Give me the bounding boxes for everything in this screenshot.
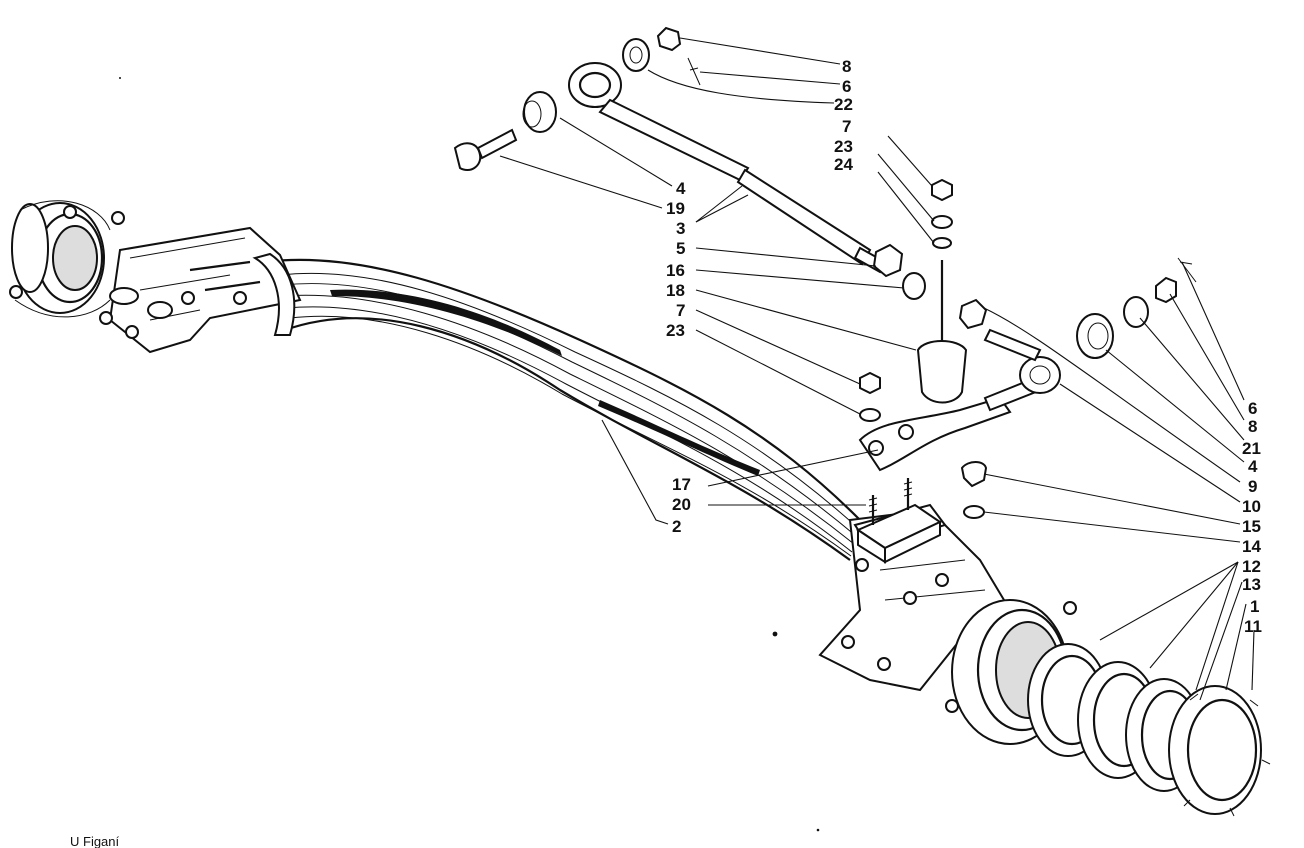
callout-2: 2 [672,517,681,536]
callout-11: 11 [1244,617,1262,636]
callout-5: 5 [676,239,685,258]
callout-15: 15 [1242,517,1261,536]
callout-23-lower: 23 [666,321,685,340]
bump-stop [859,178,988,519]
callout-13: 13 [1242,575,1261,594]
callout-8-right: 8 [1248,417,1257,436]
callout-3: 3 [676,219,685,238]
callout-16: 16 [666,261,685,280]
callout-7: 7 [842,117,851,136]
hub-rings [1027,643,1271,817]
callout-19: 19 [666,199,685,218]
lower-strut [858,257,1197,472]
callout-labels: 8 6 22 7 23 24 4 19 3 5 16 18 7 23 17 20… [666,57,1262,636]
callout-12: 12 [1242,557,1261,576]
upper-strut [453,26,926,300]
callout-6: 6 [842,77,851,96]
left-hub-carrier [9,200,302,354]
callout-8: 8 [842,57,851,76]
footer-caption: U Figaní [70,834,120,848]
callout-17: 17 [672,475,691,494]
callout-14: 14 [1242,537,1261,556]
spring-pad [855,478,943,564]
callout-9: 9 [1248,477,1257,496]
callout-7-lower: 7 [676,301,685,320]
callout-21: 21 [1242,439,1261,458]
leader-lines [499,37,1255,701]
callout-10: 10 [1242,497,1261,516]
callout-4: 4 [676,179,686,198]
callout-24: 24 [834,155,853,174]
callout-20: 20 [672,495,691,514]
callout-4-right: 4 [1248,457,1258,476]
callout-18: 18 [666,281,685,300]
callout-1: 1 [1250,597,1259,616]
axle-tube [264,258,861,561]
callout-23: 23 [834,137,853,156]
callout-22: 22 [834,95,853,114]
callout-6-right: 6 [1248,399,1257,418]
